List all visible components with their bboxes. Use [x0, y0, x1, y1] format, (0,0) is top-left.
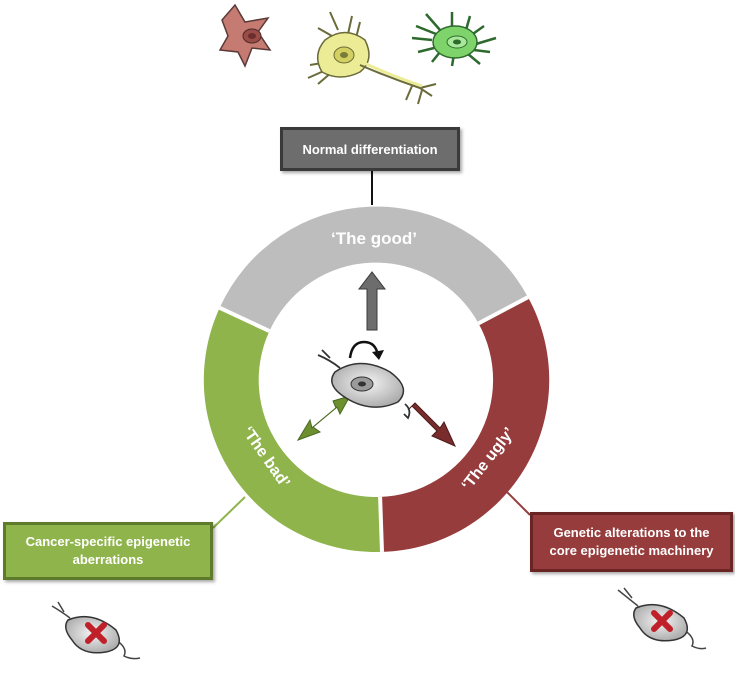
connector-ugly — [506, 491, 531, 516]
neuron-red-icon — [218, 3, 272, 68]
cell-with-x-icon — [617, 587, 707, 650]
rotation-arrow-icon — [348, 340, 384, 360]
neuron-yellow-icon — [307, 11, 437, 105]
ring-segment-ugly — [380, 297, 550, 552]
ring-segment-bad — [203, 307, 382, 553]
ring-segment-good — [219, 206, 528, 332]
arrow-up-good — [357, 271, 387, 331]
neuron-green-icon — [411, 12, 497, 67]
normal-differentiation-box: Normal differentiation — [280, 127, 460, 171]
genetic-alterations-box: Genetic alterations to the core epigenet… — [530, 512, 733, 572]
cell-with-x-icon — [51, 601, 141, 660]
cancer-specific-box: Cancer-specific epigenetic aberrations — [3, 522, 213, 580]
arrow-down-ugly — [407, 402, 456, 447]
arrow-bidirectional-bad — [296, 395, 352, 441]
connector-bad — [212, 496, 246, 529]
ring-label-good: ‘The good’ — [331, 229, 417, 248]
stem-cell-icon — [317, 349, 411, 420]
